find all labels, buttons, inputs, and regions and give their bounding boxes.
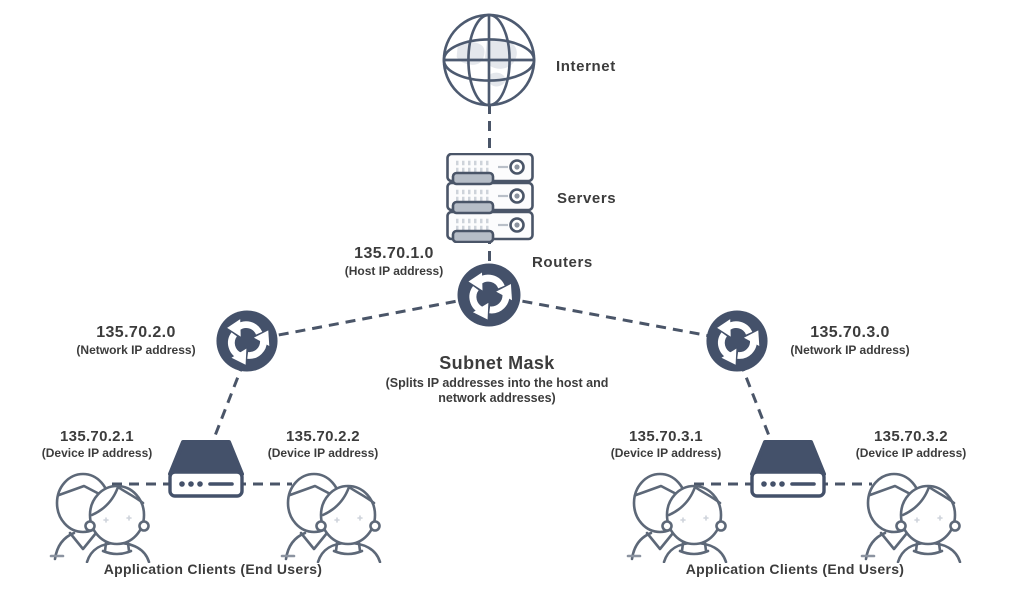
host-ip-label: 135.70.1.0 (Host IP address) bbox=[345, 245, 443, 278]
routers-label: Routers bbox=[532, 254, 593, 271]
router-right-icon bbox=[705, 309, 769, 373]
servers-label: Servers bbox=[557, 190, 617, 207]
device-ip-2-1-label: 135.70.2.1 (Device IP address) bbox=[42, 428, 153, 460]
device-ip-2-2-caption: (Device IP address) bbox=[267, 446, 379, 460]
app-clients-right-label: Application Clients (End Users) bbox=[685, 561, 905, 577]
subnet-mask-caption-line2: network addresses) bbox=[438, 391, 556, 405]
device-ip-3-1-label: 135.70.3.1 (Device IP address) bbox=[611, 428, 722, 460]
device-ip-3-2-label: 135.70.3.2 (Device IP address) bbox=[856, 428, 967, 460]
network-ip-left-value: 135.70.2.0 bbox=[96, 324, 176, 341]
device-ip-3-2-value: 135.70.3.2 bbox=[874, 428, 948, 445]
subnet-mask-caption-line1: (Splits IP addresses into the host and bbox=[385, 376, 609, 390]
subnet-mask-label: Subnet Mask (Splits IP addresses into th… bbox=[386, 353, 609, 406]
switch-right-icon bbox=[750, 436, 826, 500]
router-left-icon bbox=[215, 309, 279, 373]
host-ip-value: 135.70.1.0 bbox=[354, 245, 434, 262]
host-ip-caption: (Host IP address) bbox=[344, 264, 444, 278]
device-ip-2-2-value: 135.70.2.2 bbox=[286, 428, 360, 445]
internet-label: Internet bbox=[556, 58, 616, 75]
app-clients-left-label: Application Clients (End Users) bbox=[103, 561, 323, 577]
users-icon-right-1 bbox=[622, 463, 732, 563]
network-ip-right-value: 135.70.3.0 bbox=[810, 324, 890, 341]
users-icon-left-1 bbox=[45, 463, 155, 563]
users-icon-right-2 bbox=[856, 463, 966, 563]
device-ip-2-2-label: 135.70.2.2 (Device IP address) bbox=[268, 428, 379, 460]
device-ip-3-1-caption: (Device IP address) bbox=[610, 446, 722, 460]
device-ip-2-1-caption: (Device IP address) bbox=[41, 446, 153, 460]
subnet-mask-title: Subnet Mask bbox=[439, 353, 555, 373]
server-stack-icon bbox=[446, 153, 534, 243]
switch-left-icon bbox=[168, 436, 244, 500]
network-ip-left-label: 135.70.2.0 (Network IP address) bbox=[76, 324, 195, 357]
device-ip-3-1-value: 135.70.3.1 bbox=[629, 428, 703, 445]
network-ip-right-label: 135.70.3.0 (Network IP address) bbox=[790, 324, 909, 357]
router-center-icon bbox=[456, 262, 522, 328]
network-ip-left-caption: (Network IP address) bbox=[76, 343, 196, 357]
device-ip-3-2-caption: (Device IP address) bbox=[855, 446, 967, 460]
globe-icon bbox=[440, 11, 538, 109]
device-ip-2-1-value: 135.70.2.1 bbox=[60, 428, 134, 445]
users-icon-left-2 bbox=[276, 463, 386, 563]
network-ip-right-caption: (Network IP address) bbox=[790, 343, 910, 357]
